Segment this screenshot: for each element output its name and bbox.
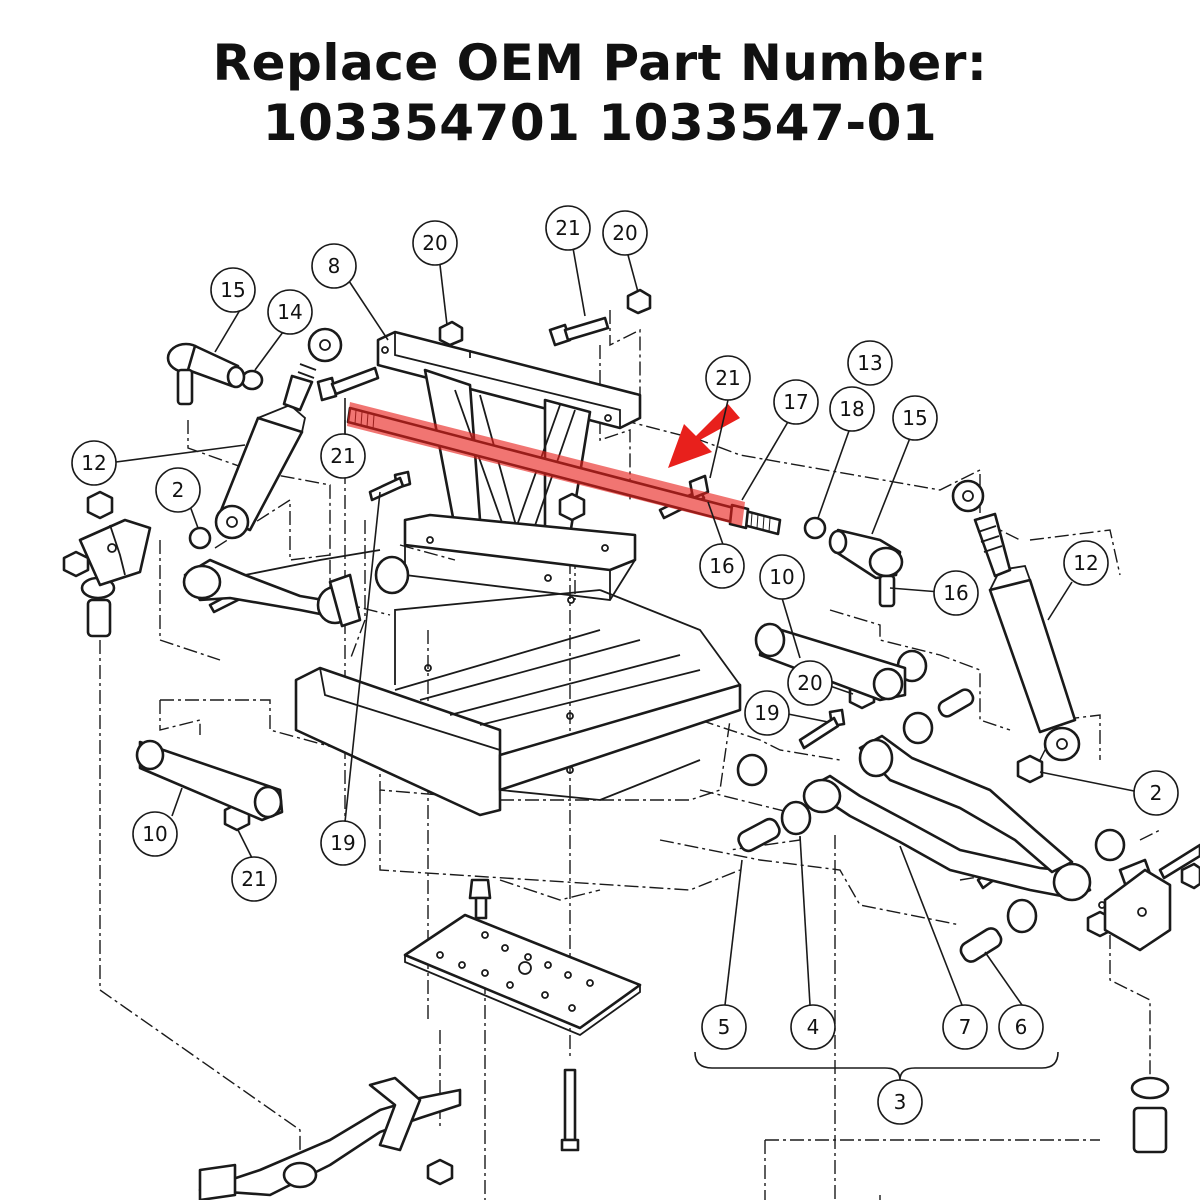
svg-text:16: 16 (943, 581, 968, 605)
svg-text:15: 15 (220, 278, 245, 302)
callout-c14: 2 (155, 467, 201, 513)
svg-text:21: 21 (330, 444, 355, 468)
red-pointer-arrow (668, 404, 740, 468)
svg-text:4: 4 (807, 1015, 820, 1039)
threaded-studs (658, 474, 1200, 880)
svg-text:19: 19 (330, 831, 355, 855)
callout-c22: 10 (132, 811, 178, 857)
title-line-2: 103354701 1033547-01 (262, 94, 938, 152)
mounting-plate (403, 913, 642, 1037)
svg-text:20: 20 (612, 221, 637, 245)
left-knuckle-bracket (78, 518, 152, 587)
svg-text:10: 10 (142, 822, 167, 846)
callout-c13: 21 (320, 433, 366, 479)
callout-c2: 21 (545, 205, 591, 251)
svg-text:13: 13 (857, 351, 882, 375)
callout-c10: 18 (829, 386, 875, 432)
shock-absorber-right (951, 479, 1081, 762)
callout-c3: 20 (602, 210, 648, 256)
svg-text:16: 16 (709, 554, 734, 578)
callout-c8: 21 (705, 355, 751, 401)
svg-text:20: 20 (422, 231, 447, 255)
tie-rod-end-right (828, 528, 904, 608)
callout-c11: 15 (892, 395, 938, 441)
callout-c16: 10 (759, 554, 805, 600)
svg-text:7: 7 (959, 1015, 972, 1039)
callout-c6: 14 (267, 289, 313, 335)
svg-text:19: 19 (754, 701, 779, 725)
callout-c9: 17 (773, 379, 819, 425)
callout-c7: 13 (847, 340, 893, 386)
svg-text:12: 12 (81, 451, 106, 475)
svg-text:3: 3 (894, 1090, 907, 1114)
spindle-assembly (198, 1076, 462, 1200)
callout-c5: 15 (210, 267, 256, 313)
callout-c28: 6 (998, 1004, 1044, 1050)
callout-c25: 5 (701, 1004, 747, 1050)
callout-c12: 12 (71, 440, 117, 486)
lower-frame-chassis (294, 589, 742, 817)
svg-text:5: 5 (718, 1015, 731, 1039)
callout-c1: 20 (412, 220, 458, 266)
svg-text:21: 21 (241, 867, 266, 891)
highlighted-tie-rod (347, 402, 745, 526)
svg-text:20: 20 (797, 671, 822, 695)
svg-text:21: 21 (715, 366, 740, 390)
shock-absorber-left (214, 327, 343, 540)
callout-c4: 8 (311, 243, 357, 289)
right-knuckle-bracket (1103, 868, 1172, 952)
svg-text:21: 21 (555, 216, 580, 240)
tie-rod-end-left (166, 342, 246, 406)
svg-text:17: 17 (783, 390, 808, 414)
callout-c20: 19 (744, 690, 790, 736)
callout-c23: 19 (320, 820, 366, 866)
svg-text:2: 2 (172, 478, 185, 502)
callout-c18: 12 (1063, 540, 1109, 586)
svg-text:12: 12 (1073, 551, 1098, 575)
title-line-1: Replace OEM Part Number: (212, 34, 988, 92)
callout-c21: 2 (1133, 770, 1179, 816)
leader-lines (115, 247, 1135, 1081)
callout-c17: 16 (933, 570, 979, 616)
callout-c15: 16 (699, 543, 745, 589)
svg-text:18: 18 (839, 397, 864, 421)
svg-text:6: 6 (1015, 1015, 1028, 1039)
svg-text:8: 8 (328, 254, 341, 278)
upper-left-control-arm (182, 549, 410, 628)
svg-text:15: 15 (902, 406, 927, 430)
svg-text:10: 10 (769, 565, 794, 589)
callout-c19: 20 (787, 660, 833, 706)
callout-c27: 7 (942, 1004, 988, 1050)
callout-c26: 4 (790, 1004, 836, 1050)
left-link-bar (135, 739, 284, 822)
svg-text:2: 2 (1150, 781, 1163, 805)
callout-c24: 21 (231, 856, 277, 902)
callout-c29: 3 (877, 1079, 923, 1125)
svg-text:14: 14 (277, 300, 302, 324)
